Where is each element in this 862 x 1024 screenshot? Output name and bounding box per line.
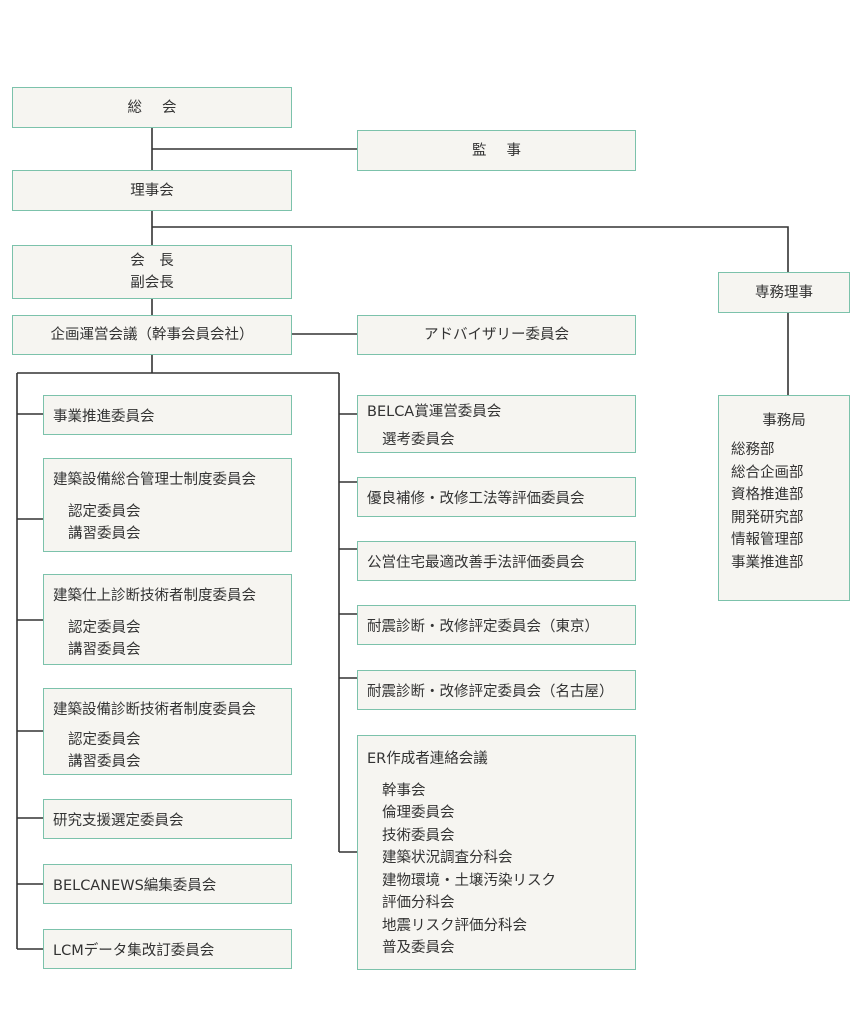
department-item: 総合企画部 — [731, 464, 804, 481]
department-item: 情報管理部 — [731, 532, 804, 548]
business-promotion-committee-label: 事業推進委員会 — [53, 408, 155, 425]
lcm-data-committee-label: LCMデータ集改訂委員会 — [53, 942, 215, 959]
er-council-sub-item: 建物環境・土壌汚染リスク — [382, 872, 556, 889]
general-meeting-box: 総会 — [12, 87, 292, 128]
planning-council-box: 企画運営会議（幹事会員会社） — [12, 315, 292, 355]
advisory-committee-label: アドバイザリー委員会 — [424, 327, 569, 343]
er-council-sub-list: 幹事会 倫理委員会 技術委員会 建築状況調査分科会 建物環境・土壌汚染リスク 評… — [367, 780, 635, 960]
research-support-committee-box: 研究支援選定委員会 — [43, 799, 292, 839]
equipment-diagnosis-committee-box: 建築設備診断技術者制度委員会 認定委員会 講習委員会 — [43, 688, 292, 775]
advisory-committee-box: アドバイザリー委員会 — [357, 315, 636, 355]
er-council-box: ER作成者連絡会議 幹事会 倫理委員会 技術委員会 建築状況調査分科会 建物環境… — [357, 735, 636, 970]
vice-chairman-label: 副会長 — [130, 275, 174, 291]
selection-subcommittee: 選考委員会 — [382, 431, 455, 448]
belcanews-committee-label: BELCANEWS編集委員会 — [53, 877, 217, 894]
chairman-box: 会 長 副会長 — [12, 245, 292, 299]
chairman-label: 会 長 — [130, 253, 174, 269]
finish-diagnosis-committee-title: 建築仕上診断技術者制度委員会 — [53, 588, 256, 604]
auditor-label: 監事 — [472, 142, 541, 159]
department-item: 総務部 — [731, 442, 775, 458]
belca-award-committee-title: BELCA賞運営委員会 — [367, 404, 502, 420]
certification-subcommittee: 認定委員会 — [68, 503, 141, 520]
department-list: 総務部 総合企画部 資格推進部 開発研究部 情報管理部 事業推進部 — [719, 439, 849, 574]
certification-subcommittee: 認定委員会 — [68, 619, 141, 636]
seismic-nagoya-committee-label: 耐震診断・改修評定委員会（名古屋） — [367, 683, 614, 700]
er-council-sub-item: 技術委員会 — [382, 827, 455, 844]
secretariat-box: 事務局 総務部 総合企画部 資格推進部 開発研究部 情報管理部 事業推進部 — [718, 395, 850, 601]
er-council-sub-item: 普及委員会 — [382, 940, 455, 956]
equipment-diagnosis-committee-title: 建築設備診断技術者制度委員会 — [53, 702, 256, 718]
finish-diagnosis-committee-box: 建築仕上診断技術者制度委員会 認定委員会 講習委員会 — [43, 574, 292, 665]
certification-subcommittee: 認定委員会 — [68, 731, 141, 748]
secretariat-title: 事務局 — [762, 413, 806, 429]
repair-methods-committee-label: 優良補修・改修工法等評価委員会 — [367, 490, 585, 507]
auditor-box: 監事 — [357, 130, 636, 171]
repair-methods-committee-box: 優良補修・改修工法等評価委員会 — [357, 477, 636, 517]
seismic-tokyo-committee-box: 耐震診断・改修評定委員会（東京） — [357, 605, 636, 645]
executive-director-box: 専務理事 — [718, 272, 850, 313]
department-item: 事業推進部 — [731, 554, 804, 571]
public-housing-committee-label: 公営住宅最適改善手法評価委員会 — [367, 554, 585, 571]
facility-manager-committee-box: 建築設備総合管理士制度委員会 認定委員会 講習委員会 — [43, 458, 292, 552]
lcm-data-committee-box: LCMデータ集改訂委員会 — [43, 929, 292, 969]
planning-council-label: 企画運営会議（幹事会員会社） — [50, 327, 254, 343]
executive-director-label: 専務理事 — [755, 284, 813, 301]
facility-manager-committee-title: 建築設備総合管理士制度委員会 — [53, 472, 256, 488]
er-council-sub-item: 倫理委員会 — [382, 805, 455, 821]
research-support-committee-label: 研究支援選定委員会 — [53, 812, 184, 829]
er-council-sub-item: 地震リスク評価分科会 — [382, 917, 527, 934]
department-item: 開発研究部 — [731, 509, 804, 526]
seismic-tokyo-committee-label: 耐震診断・改修評定委員会（東京） — [367, 618, 599, 635]
department-item: 資格推進部 — [731, 487, 804, 503]
general-meeting-label: 総会 — [127, 99, 197, 116]
training-subcommittee: 講習委員会 — [68, 642, 141, 658]
line-to-executive-director — [152, 226, 789, 272]
er-council-sub-item: 評価分科会 — [382, 895, 455, 911]
training-subcommittee: 講習委員会 — [68, 526, 141, 542]
board-box: 理事会 — [12, 170, 292, 211]
er-council-sub-item: 幹事会 — [382, 782, 426, 799]
public-housing-committee-box: 公営住宅最適改善手法評価委員会 — [357, 541, 636, 581]
board-label: 理事会 — [130, 182, 174, 199]
seismic-nagoya-committee-box: 耐震診断・改修評定委員会（名古屋） — [357, 670, 636, 710]
er-council-title: ER作成者連絡会議 — [367, 751, 488, 767]
business-promotion-committee-box: 事業推進委員会 — [43, 395, 292, 435]
training-subcommittee: 講習委員会 — [68, 754, 141, 770]
belca-award-committee-box: BELCA賞運営委員会 選考委員会 — [357, 395, 636, 453]
er-council-sub-item: 建築状況調査分科会 — [382, 850, 513, 866]
belcanews-committee-box: BELCANEWS編集委員会 — [43, 864, 292, 904]
